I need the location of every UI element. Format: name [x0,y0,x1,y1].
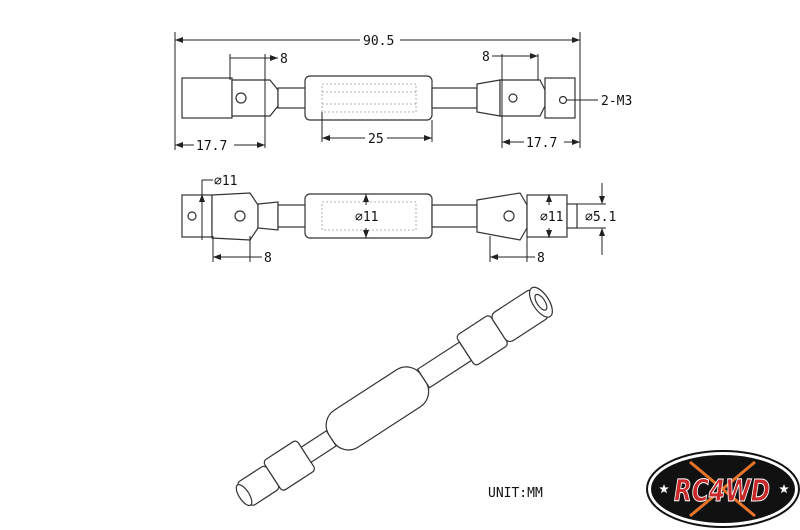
spline-length-label: 25 [368,132,384,147]
end-right-length-label: 17.7 [526,136,557,151]
rc4wd-logo: RC4WD [646,450,800,528]
top-shaft-part [181,75,576,121]
side-shaft-part [181,192,578,241]
side-yoke-left-label: 8 [264,251,272,266]
overall-length-label: 90.5 [363,34,394,49]
yoke-right-width-label: 8 [482,50,490,65]
unit-label: UNIT:MM [488,486,543,501]
pin-diameter-label: ⌀5.1 [585,210,616,225]
yoke-left-width-label: 8 [280,52,288,67]
yoke-diameter-label: ⌀11 [540,210,563,225]
isometric-view [235,286,553,507]
side-view: ⌀11 ⌀11 ⌀11 ⌀5.1 8 8 [181,174,616,266]
end-diameter-label: ⌀11 [214,174,237,189]
thread-callout-label: 2-M3 [601,94,632,109]
logo-text: RC4WD [674,474,770,509]
end-left-length-label: 17.7 [196,139,227,154]
side-yoke-right-label: 8 [537,251,545,266]
star-left-icon [659,484,669,494]
star-right-icon [779,484,789,494]
tube-diameter-label: ⌀11 [355,210,378,225]
top-view: 90.5 8 8 17.7 17.7 25 2-M3 [174,32,632,154]
